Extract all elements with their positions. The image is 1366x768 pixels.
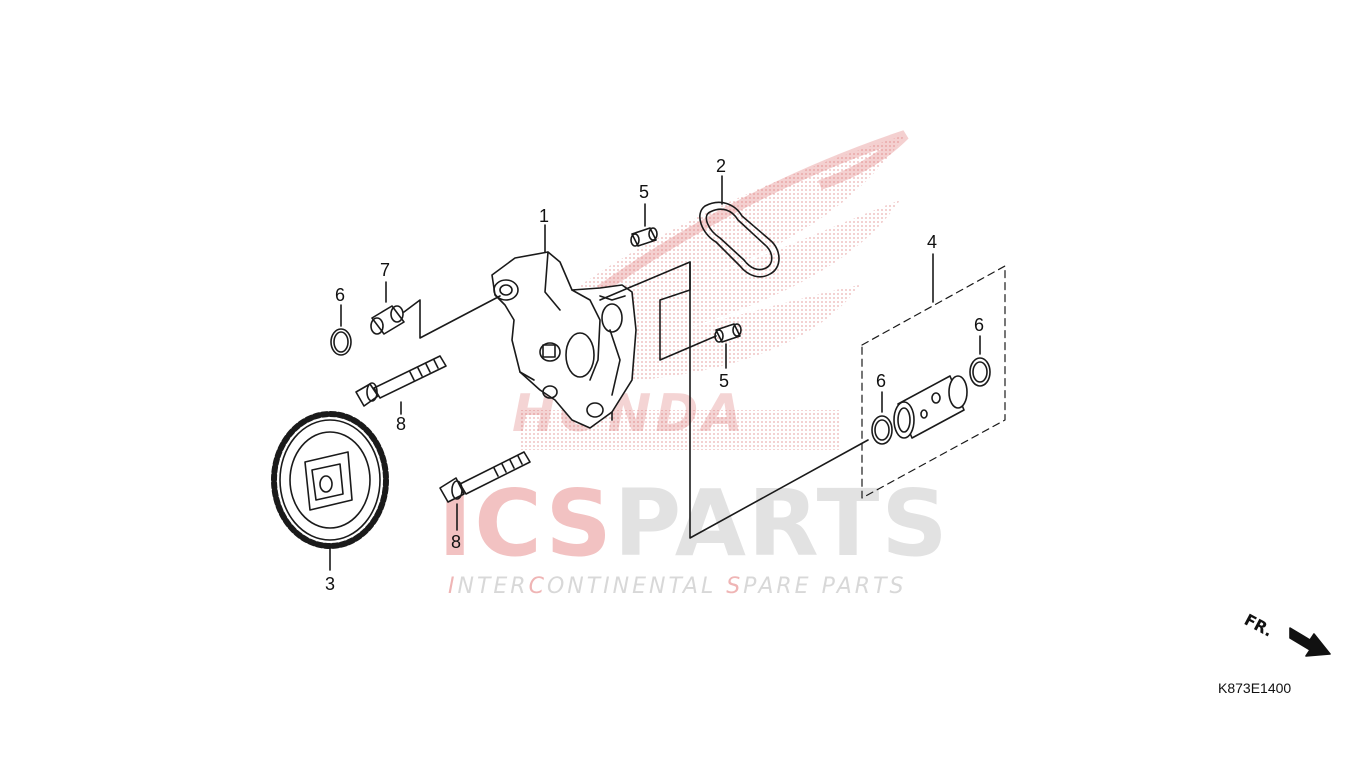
callout-8-lower[interactable]: 8 [451, 532, 462, 552]
watermark-parts: PARTS [613, 470, 950, 577]
drawing-code: K873E1400 [1218, 680, 1292, 696]
tagline-seg-1: I [448, 574, 458, 599]
front-arrow-icon [1289, 627, 1331, 657]
callout-6-middle[interactable]: 6 [876, 371, 887, 391]
oil-pump-body[interactable] [491, 251, 637, 429]
collar[interactable] [370, 305, 405, 335]
tagline-seg-3: C [528, 574, 547, 599]
tagline-seg-4: ONTINENTAL [546, 574, 727, 599]
o-ring-middle[interactable] [871, 415, 893, 445]
flange-bolt-lower[interactable] [439, 451, 531, 503]
pump-driven-gear[interactable] [271, 411, 389, 549]
tagline-seg-5: S [726, 574, 744, 599]
callout-7[interactable]: 7 [380, 260, 391, 280]
callout-6-left[interactable]: 6 [335, 285, 346, 305]
flange-bolt-upper[interactable] [355, 355, 447, 407]
dowel-pin-bottom[interactable] [714, 323, 742, 343]
o-ring-right[interactable] [969, 357, 991, 387]
callout-5-bottom[interactable]: 5 [719, 371, 730, 391]
callout-3[interactable]: 3 [325, 574, 336, 594]
callout-4[interactable]: 4 [927, 232, 938, 252]
dowel-pin-top[interactable] [630, 227, 658, 247]
o-ring-left[interactable] [330, 328, 352, 356]
callout-5-top[interactable]: 5 [639, 182, 650, 202]
pump-shaft-group[interactable] [861, 265, 1006, 499]
watermark-tagline: INTERCONTINENTAL SPARE PARTS [448, 576, 906, 598]
tagline-seg-2: NTER [457, 574, 529, 599]
callout-8-upper[interactable]: 8 [396, 414, 407, 434]
callout-6-right[interactable]: 6 [974, 315, 985, 335]
ics-parts-watermark: ICSPARTS [438, 478, 950, 570]
tagline-seg-6: PARE PARTS [743, 574, 907, 599]
pump-gasket[interactable] [699, 201, 780, 278]
callout-1[interactable]: 1 [539, 206, 550, 226]
callout-2[interactable]: 2 [716, 156, 727, 176]
